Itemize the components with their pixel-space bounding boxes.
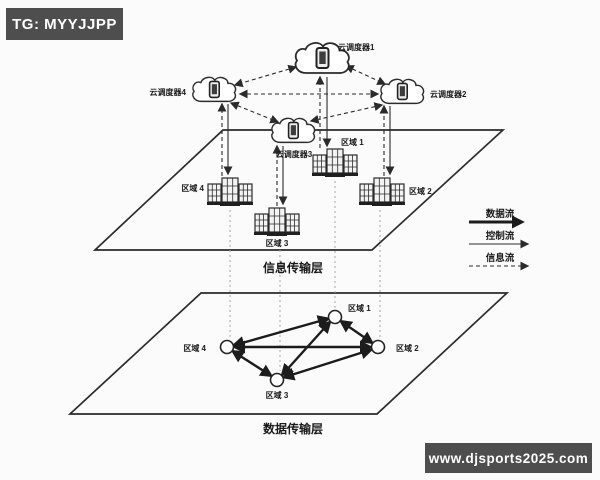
server-rack-icon <box>253 207 301 237</box>
upper-region-2-label: 区域 2 <box>409 186 432 196</box>
lower-region-4-label: 区域 4 <box>183 343 206 353</box>
top-left-watermark: TG: MYYJJPP <box>6 8 123 40</box>
node-circle <box>327 309 343 325</box>
legend-data-flow-label: 数据流 <box>485 208 515 220</box>
lower-region-1-label: 区域 1 <box>348 303 371 313</box>
legend-control-flow-label: 控制流 <box>486 230 515 242</box>
information-layer-label: 信息传输层 <box>263 260 323 275</box>
cloud-scheduler-3-label: 云调度器3 <box>276 149 313 159</box>
cloud-scheduler-4: 云调度器4 <box>150 76 237 103</box>
bottom-right-watermark: www.djsports2025.com <box>425 443 592 473</box>
node-circle <box>269 372 285 388</box>
upper-region-4-label: 区域 4 <box>181 183 204 193</box>
cloud-scheduler-2: 云调度器2 <box>380 78 467 105</box>
cloud-icon <box>380 78 425 105</box>
server-rack-icon <box>206 177 254 207</box>
cloud-icon <box>271 117 316 144</box>
node-circle <box>219 339 235 355</box>
legend-info-flow-label: 信息流 <box>486 252 515 264</box>
cloud-icon <box>192 76 237 103</box>
server-rack-icon <box>358 177 406 207</box>
cloud-scheduler-1: 云调度器1 <box>294 41 375 75</box>
lower-region-2-label: 区域 2 <box>396 343 419 353</box>
cloud-scheduler-2-label: 云调度器2 <box>430 89 467 99</box>
data-layer-mesh <box>230 315 375 381</box>
inter-layer-dotted-links <box>229 181 381 371</box>
lower-region-3-label: 区域 3 <box>266 390 289 400</box>
upper-region-1: 区域 1 <box>311 137 364 178</box>
legend: 数据流 控制流 信息流 <box>469 208 530 271</box>
upper-region-4: 区域 4 <box>181 177 254 207</box>
cloud-scheduler-3: 云调度器3 <box>271 117 316 159</box>
data-layer-label: 数据传输层 <box>263 421 323 436</box>
upper-region-1-label: 区域 1 <box>341 137 364 147</box>
information-layer-plane <box>92 129 506 251</box>
data-layer-plane <box>67 292 510 415</box>
server-rack-icon <box>311 148 359 178</box>
cloud-scheduler-1-label: 云调度器1 <box>338 42 375 52</box>
cloud-scheduler-4-label: 云调度器4 <box>150 87 187 97</box>
upper-region-2: 区域 2 <box>358 177 432 207</box>
lower-region-3: 区域 3 <box>266 372 289 400</box>
inter-cloud-links <box>229 64 387 124</box>
lower-region-2: 区域 2 <box>370 339 419 355</box>
lower-region-4: 区域 4 <box>183 339 235 355</box>
upper-region-3: 区域 3 <box>253 207 301 248</box>
lower-region-1: 区域 1 <box>327 303 371 325</box>
upper-region-3-label: 区域 3 <box>266 238 289 248</box>
node-circle <box>370 339 386 355</box>
